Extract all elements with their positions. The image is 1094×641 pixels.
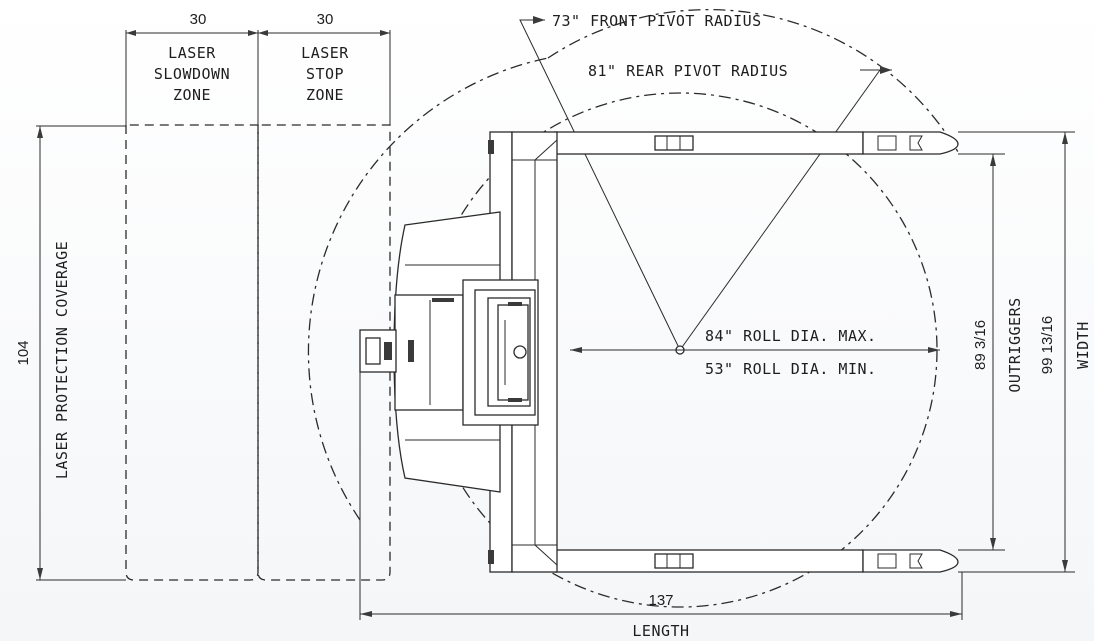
slowdown-zone-width: 30 [190, 11, 207, 28]
width-label: WIDTH [1074, 321, 1092, 369]
svg-text:ZONE: ZONE [306, 86, 344, 104]
outriggers-dimension: 89 3/16 OUTRIGGERS [958, 153, 1024, 551]
rear-pivot-radius-label: 81" REAR PIVOT RADIUS [588, 62, 788, 80]
stop-zone-width: 30 [317, 11, 334, 28]
front-pivot-radius-label: 73" FRONT PIVOT RADIUS [552, 12, 762, 30]
length-value: 137 [648, 592, 673, 609]
width-value: 99 13/16 [1039, 316, 1056, 374]
roll-diameter-line [570, 347, 940, 353]
width-dimension: 99 13/16 WIDTH [958, 131, 1092, 573]
laser-zones [125, 124, 391, 581]
stop-zone-label: LASER STOP ZONE [301, 44, 349, 104]
zone-width-dimensions: 30 30 [125, 11, 391, 125]
svg-text:ZONE: ZONE [173, 86, 211, 104]
coverage-value: 104 [15, 340, 32, 365]
length-label: LENGTH [632, 622, 689, 640]
roll-max-label: 84" ROLL DIA. MAX. [705, 327, 877, 345]
outriggers-value: 89 3/16 [972, 320, 989, 370]
svg-text:LASER: LASER [168, 44, 216, 62]
slowdown-zone-label: LASER SLOWDOWN ZONE [154, 44, 230, 104]
length-dimension: 137 LENGTH [359, 372, 963, 640]
roll-min-label: 53" ROLL DIA. MIN. [705, 360, 877, 378]
svg-text:STOP: STOP [306, 65, 344, 83]
rear-pivot-arc [307, 8, 959, 521]
coverage-dimension: 104 LASER PROTECTION COVERAGE [15, 125, 126, 581]
svg-text:SLOWDOWN: SLOWDOWN [154, 65, 230, 83]
svg-text:LASER: LASER [301, 44, 349, 62]
coverage-label: LASER PROTECTION COVERAGE [53, 241, 71, 479]
outriggers-label: OUTRIGGERS [1006, 297, 1024, 392]
vehicle-outline [359, 131, 959, 573]
